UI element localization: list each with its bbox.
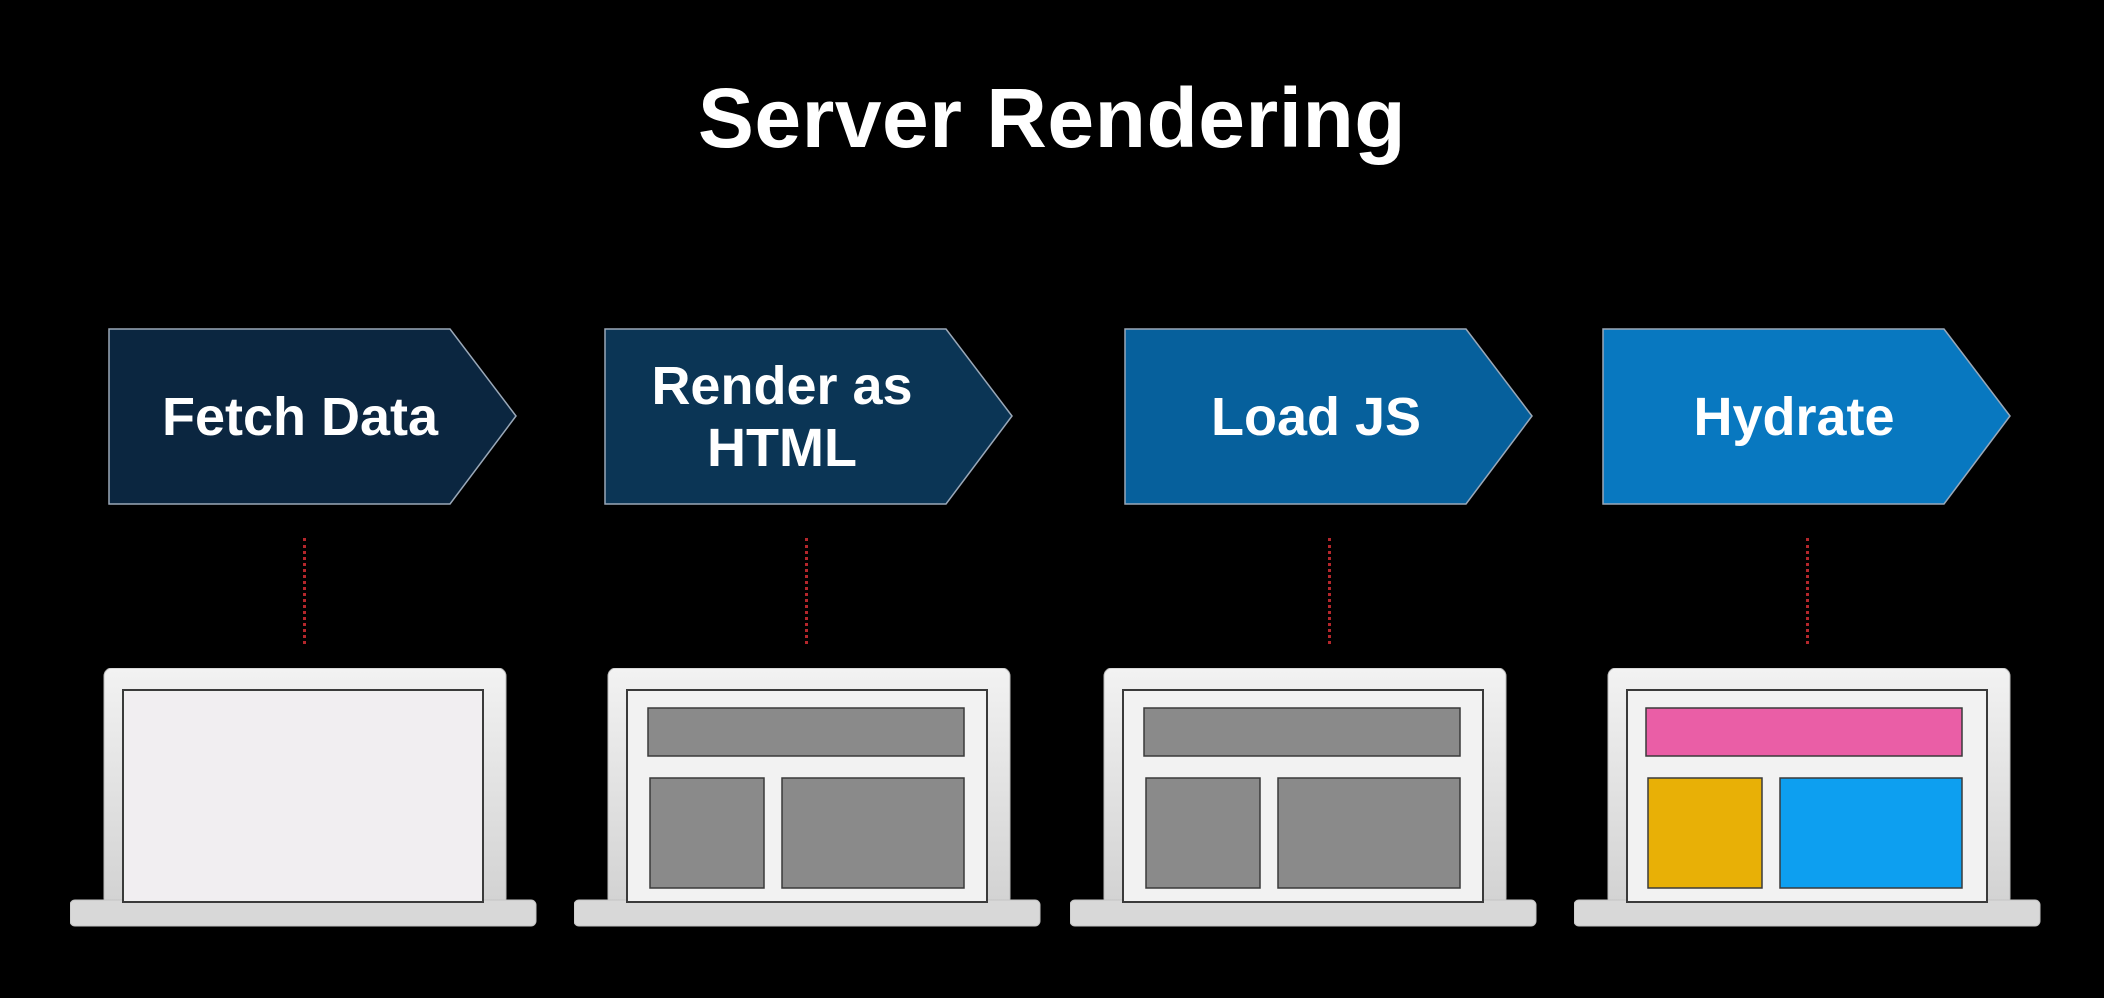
laptop-icon <box>1574 668 2041 927</box>
dotted-connector-1 <box>303 538 306 644</box>
page-title: Server Rendering <box>697 71 1407 165</box>
step-label: Load JS <box>1210 386 1422 447</box>
sidebar-block <box>649 777 765 889</box>
content-block <box>1779 777 1963 889</box>
header-block <box>1143 707 1461 757</box>
laptop-fetch-data <box>70 668 540 928</box>
laptop-icon <box>1070 668 1537 927</box>
header-block <box>1645 707 1963 757</box>
laptop-hydrate <box>1574 668 2044 928</box>
content-block <box>1277 777 1461 889</box>
dotted-connector-4 <box>1806 538 1809 644</box>
step-arrow-render-as-html: Render as HTML <box>604 328 1014 505</box>
step-arrow-hydrate: Hydrate <box>1602 328 2012 505</box>
laptop-render-as-html <box>574 668 1044 928</box>
dotted-connector-3 <box>1328 538 1331 644</box>
arrow-shape <box>108 328 517 505</box>
laptop-icon <box>70 668 537 927</box>
sidebar-block <box>1647 777 1763 889</box>
step-label: Hydrate <box>1693 386 1895 447</box>
laptop-load-js <box>1070 668 1540 928</box>
step-label: Render as HTML <box>651 355 913 478</box>
arrow-shape <box>604 328 1013 505</box>
laptop-icon <box>574 668 1041 927</box>
content-block <box>781 777 965 889</box>
arrow-shape <box>1602 328 2011 505</box>
step-label: Fetch Data <box>161 386 439 447</box>
arrow-shape <box>1124 328 1533 505</box>
step-arrow-fetch-data: Fetch Data <box>108 328 518 505</box>
step-arrow-load-js: Load JS <box>1124 328 1534 505</box>
dotted-connector-2 <box>805 538 808 644</box>
header-block <box>647 707 965 757</box>
sidebar-block <box>1145 777 1261 889</box>
